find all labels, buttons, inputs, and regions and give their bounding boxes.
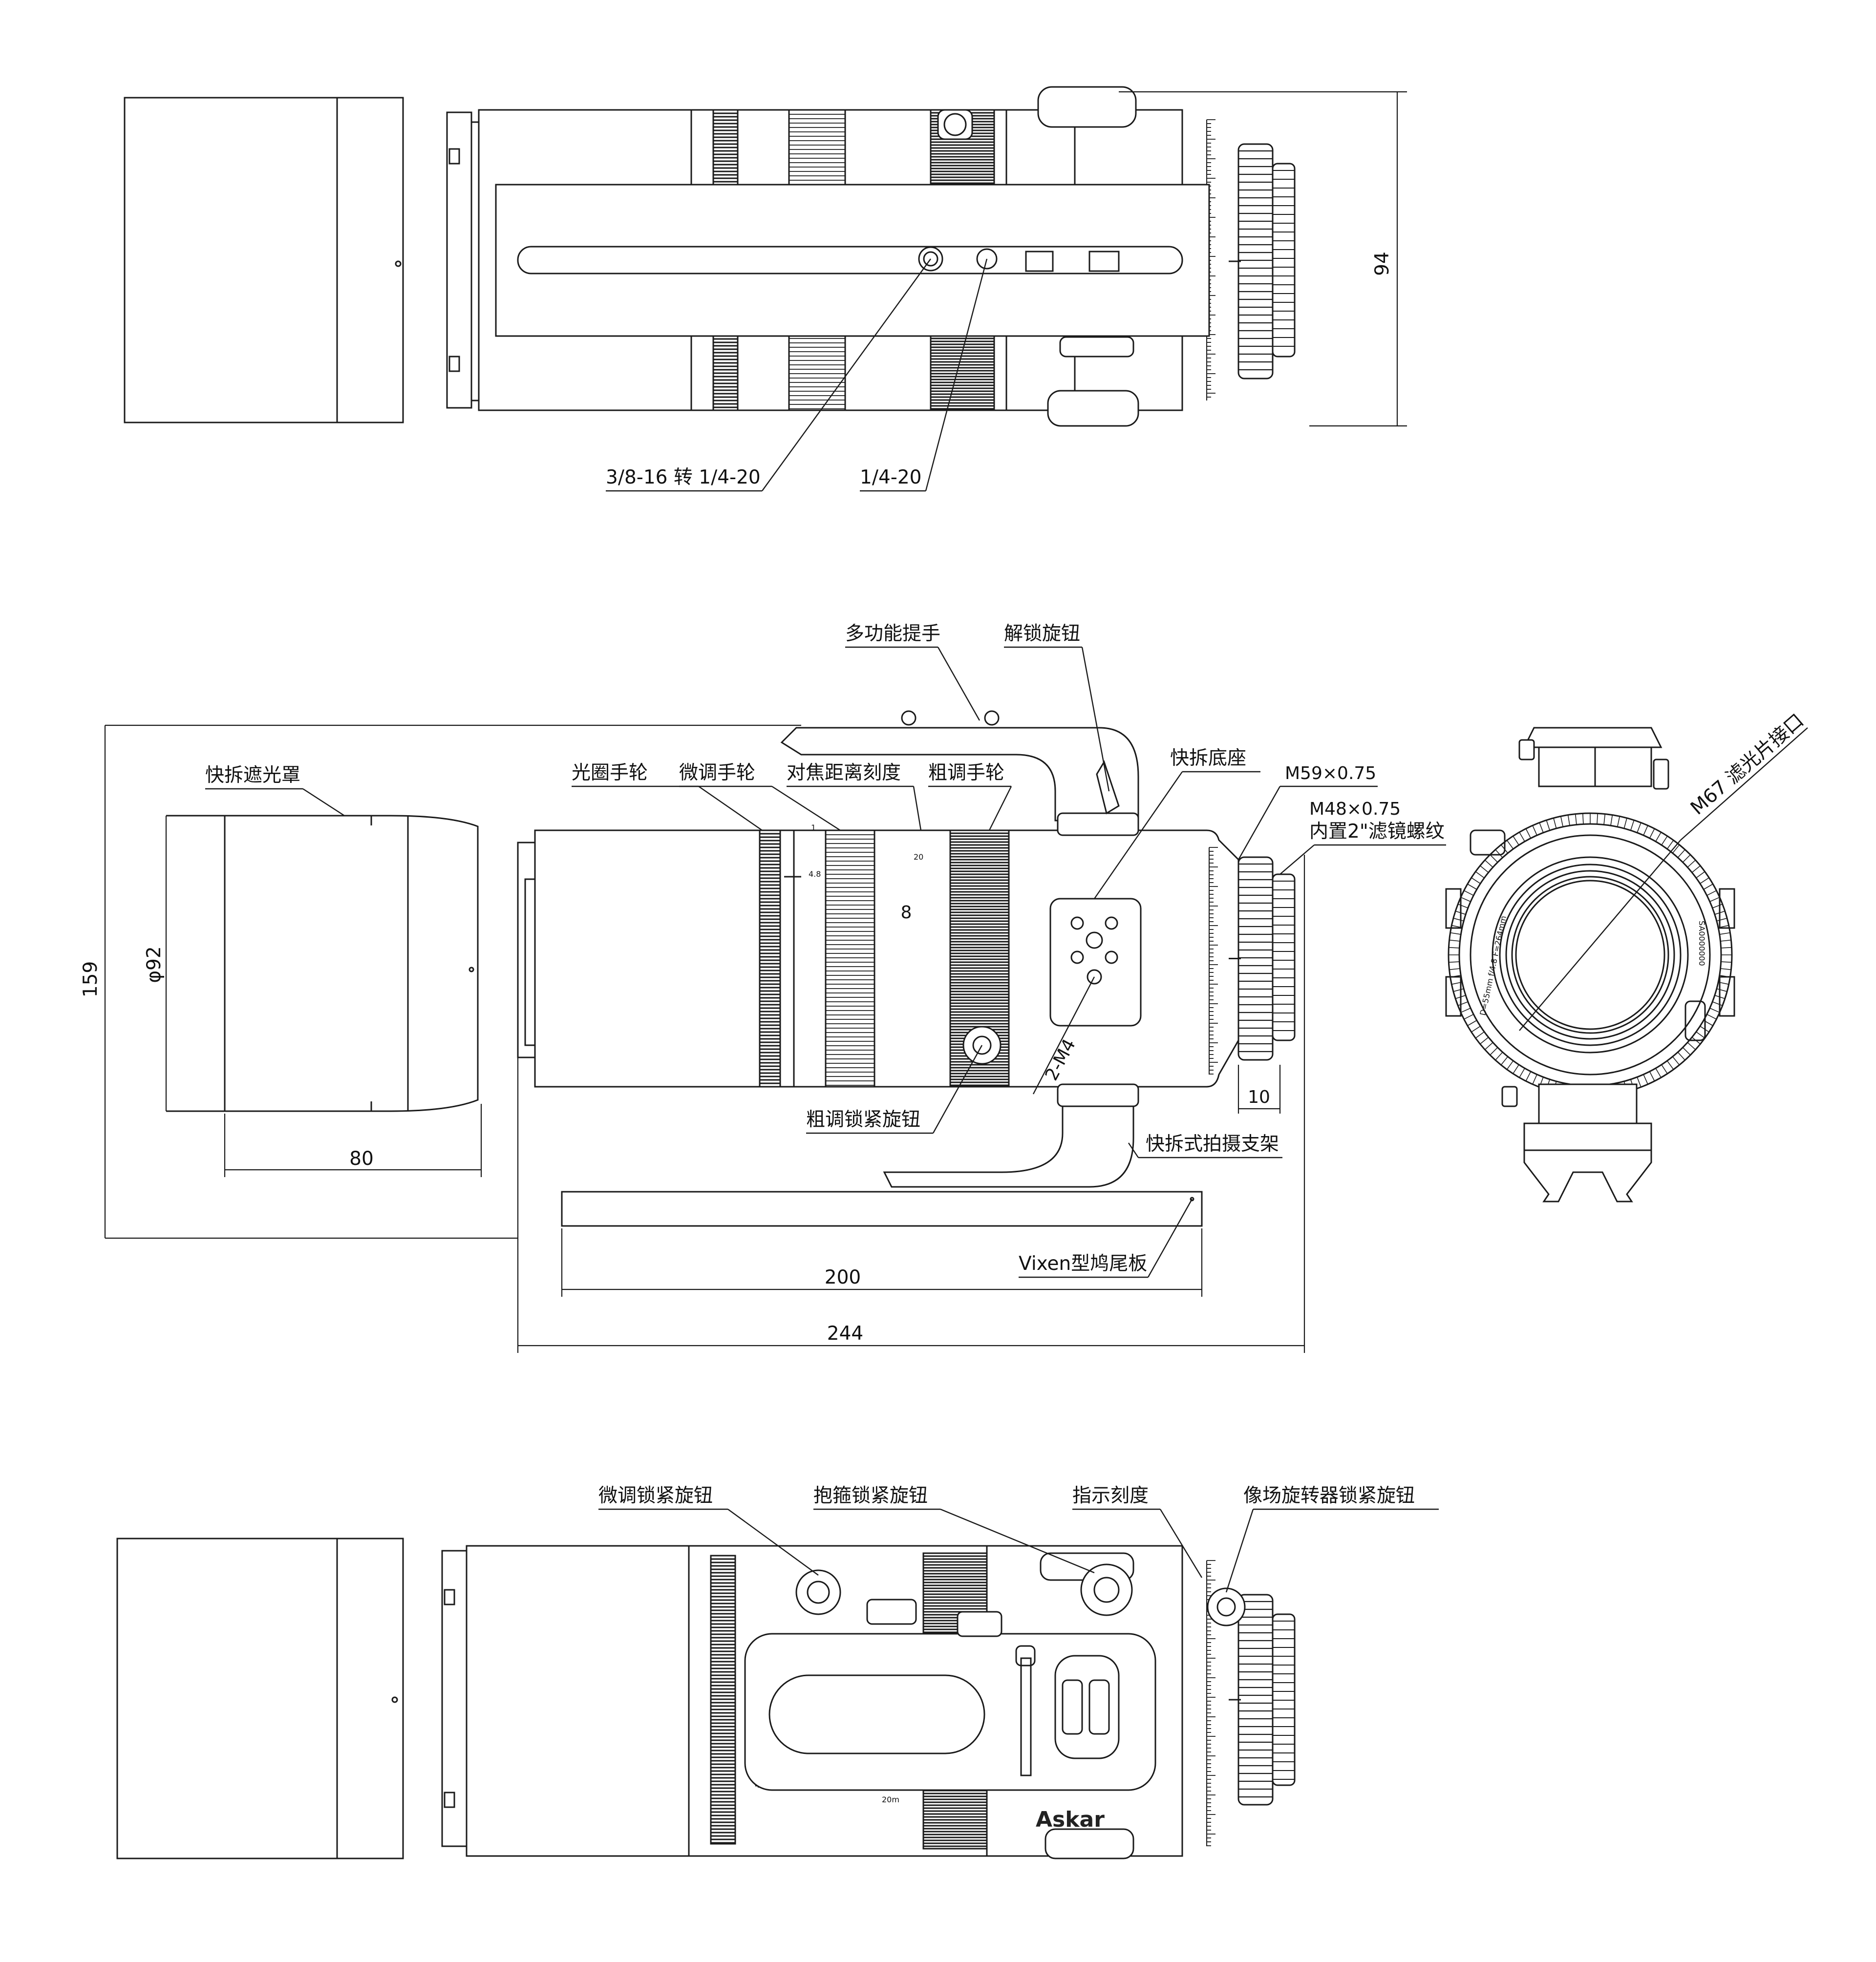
dim-dovetail-length: 200	[825, 1266, 861, 1288]
front-handle	[1518, 727, 1669, 790]
focuser-bottom	[1229, 1594, 1296, 1806]
front-serial-number: SA0000000	[1697, 921, 1706, 966]
label-fine-lock-knob: 微调锁紧旋钮	[598, 1485, 713, 1507]
callout-coarse-lock-knob: 粗调锁紧旋钮	[806, 1045, 983, 1134]
callout-rotator-lock-knob: 像场旋转器锁紧旋钮	[1225, 1485, 1439, 1593]
label-quick-base: 快拆底座	[1170, 747, 1246, 769]
dimension-height-top: 94	[1119, 91, 1407, 427]
label-filter-thread: 内置2"滤镜螺纹	[1309, 821, 1445, 843]
label-m4-holes: 2-M4	[1042, 1036, 1080, 1084]
callout-coarse-focus-ring: 粗调手轮	[928, 762, 1012, 831]
dim-hood-length: 80	[349, 1148, 374, 1170]
callout-fine-focus-ring: 微调手轮	[679, 762, 841, 831]
dovetail-top	[495, 184, 1210, 337]
label-fine-focus-ring: 微调手轮	[679, 762, 755, 784]
label-quick-bracket: 快拆式拍摄支架	[1146, 1133, 1279, 1155]
label-aperture-ring: 光圈手轮	[572, 762, 648, 784]
label-unlock-knob: 解锁旋钮	[1004, 623, 1080, 645]
callout-thread-adapter: 3/8-16 转 1/4-20	[606, 258, 931, 492]
label-rotator-lock-knob: 像场旋转器锁紧旋钮	[1243, 1485, 1415, 1507]
label-hood: 快拆遮光罩	[205, 764, 300, 786]
label-filter-port: M67 滤光片接口	[1686, 710, 1808, 820]
handle-feet-top	[1037, 86, 1139, 427]
lens-hood-top	[124, 97, 404, 423]
aperture-ring-side	[759, 829, 781, 1088]
front-ring-teeth	[1449, 813, 1732, 1097]
dim-total-length: 244	[827, 1323, 863, 1345]
callout-m59-thread: M59×0.75	[1237, 763, 1378, 860]
callout-thread-quarter: 1/4-20	[860, 258, 988, 492]
callout-quick-bracket: 快拆式拍摄支架	[1128, 1133, 1282, 1159]
label-clamp-lock-knob: 抱箍锁紧旋钮	[813, 1485, 928, 1507]
dim-height-top: 94	[1371, 252, 1393, 276]
hood-mount-flange-bottom	[441, 1550, 468, 1847]
dim-hood-diameter: φ92	[143, 946, 165, 983]
dimension-total-height: 159	[80, 724, 801, 1239]
callout-m48-thread: M48×0.75 内置2"滤镜螺纹	[1279, 799, 1446, 875]
clamp-bottom	[744, 1552, 1156, 1859]
callout-aperture-ring: 光圈手轮	[572, 762, 763, 831]
rotator-scale-side	[1209, 847, 1218, 1075]
focuser-side	[1229, 856, 1296, 1061]
dimension-dovetail-length: 200	[561, 1228, 1203, 1297]
aperture-ring-bottom	[710, 1555, 736, 1845]
lens-hood-side: φ92 80	[143, 815, 482, 1177]
dim-back-thread: 10	[1248, 1087, 1270, 1107]
callout-quick-base: 快拆底座	[1094, 747, 1260, 899]
front-bracket	[1501, 1083, 1652, 1203]
front-view: D=55mm f/4.8 F=264mm SA0000000 M67 滤光片接口	[1445, 710, 1808, 1203]
label-index-mark: 指示刻度	[1072, 1485, 1149, 1507]
dimension-total-length: 244	[517, 843, 1305, 1353]
scale-ticks-bottom	[1206, 1560, 1215, 1846]
aperture-value-48: 4.8	[809, 869, 821, 879]
dim-total-height: 159	[80, 961, 102, 997]
callout-focus-scale: 对焦距离刻度	[787, 762, 922, 831]
label-thread-adapter: 3/8-16 转 1/4-20	[606, 466, 761, 488]
top-view: 3/8-16 转 1/4-20 1/4-20 94	[124, 86, 1407, 492]
aperture-value-one: 1	[811, 823, 816, 832]
callout-unlock-knob: 解锁旋钮	[1004, 623, 1110, 792]
focus-infinity-mark: 8	[901, 903, 912, 923]
fine-focus-ring-side	[825, 829, 875, 1088]
label-thread-quarter: 1/4-20	[860, 466, 921, 488]
bracket-side	[883, 1083, 1139, 1188]
front-clamp	[1445, 829, 1735, 1041]
label-handle: 多功能提手	[845, 623, 940, 645]
top-knob	[937, 109, 973, 140]
brand-askar: Askar	[1036, 1807, 1105, 1832]
hood-mount-flange-top	[446, 111, 480, 409]
label-coarse-lock-knob: 粗调锁紧旋钮	[806, 1109, 920, 1131]
dimension-back-thread: 10	[1237, 1065, 1281, 1114]
label-dovetail: Vixen型鸠尾板	[1019, 1253, 1147, 1275]
callout-dovetail: Vixen型鸠尾板	[1019, 1199, 1193, 1278]
focus-distance-20: 20	[914, 852, 923, 862]
side-view: 159 φ92 80 快拆遮光罩 4.8 1 8 20	[80, 623, 1446, 1353]
callout-handle: 多功能提手	[845, 623, 981, 721]
label-m59-thread: M59×0.75	[1285, 763, 1376, 783]
dovetail-side	[561, 1191, 1203, 1227]
callout-fine-lock-knob: 微调锁紧旋钮	[598, 1485, 819, 1576]
label-focus-scale: 对焦距离刻度	[787, 762, 901, 784]
callout-hood: 快拆遮光罩	[205, 764, 345, 817]
bottom-view: 20m 4.8 Askar 微调锁紧旋钮 抱箍锁紧旋钮	[116, 1485, 1439, 1859]
bottom-focus-distance-20m: 20m	[882, 1795, 899, 1804]
label-coarse-focus-ring: 粗调手轮	[928, 762, 1004, 784]
callout-index-mark: 指示刻度	[1072, 1485, 1203, 1578]
bottom-knobs	[795, 1563, 1246, 1626]
quick-base-side	[1049, 898, 1142, 1027]
brand-mark: Askar	[1036, 1807, 1105, 1832]
callout-clamp-lock-knob: 抱箍锁紧旋钮	[813, 1485, 1095, 1574]
lens-hood-bottom	[116, 1538, 404, 1859]
label-m48-thread: M48×0.75	[1309, 799, 1401, 819]
focuser-top	[1229, 143, 1296, 380]
